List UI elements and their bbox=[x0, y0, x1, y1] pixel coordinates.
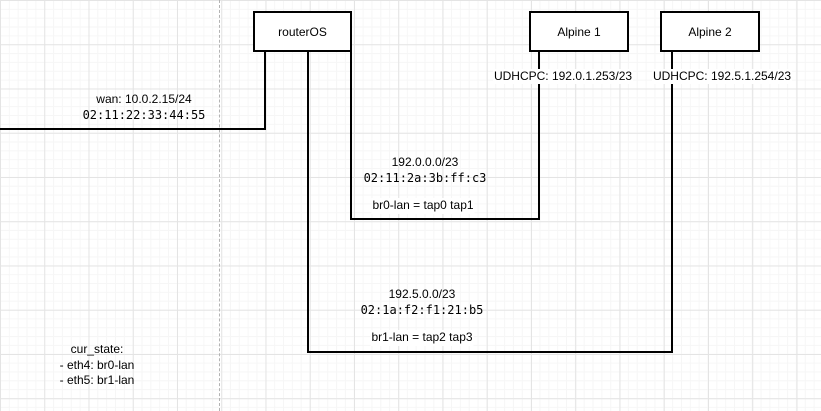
node-alpine1-label: Alpine 1 bbox=[557, 24, 601, 39]
edge-router-br0-vertical[interactable] bbox=[350, 52, 352, 219]
edge-alpine1-vertical[interactable] bbox=[538, 52, 540, 219]
node-alpine1[interactable]: Alpine 1 bbox=[529, 11, 629, 52]
alpine2-udhcpc-label: UDHCPC: 192.5.1.254/23 bbox=[651, 69, 793, 84]
wan-mac-text: 02:11:22:33:44:55 bbox=[82, 107, 206, 122]
edge-router-br1-vertical[interactable] bbox=[307, 52, 309, 352]
br0-link-label: 192.0.0.0/23 02:11:2a:3b:ff:c3 bbox=[364, 155, 487, 186]
node-alpine2[interactable]: Alpine 2 bbox=[660, 11, 760, 52]
node-alpine2-label: Alpine 2 bbox=[688, 24, 732, 39]
cur-state-note: cur_state: - eth4: br0-lan - eth5: br1-l… bbox=[60, 342, 135, 389]
node-routeros[interactable]: routerOS bbox=[253, 11, 352, 52]
br0-mac-text: 02:11:2a:3b:ff:c3 bbox=[363, 170, 487, 185]
edge-wan-horizontal[interactable] bbox=[0, 128, 266, 130]
edge-alpine2-vertical[interactable] bbox=[671, 52, 673, 352]
edge-br0-horizontal[interactable] bbox=[350, 218, 540, 220]
edge-router-wan-vertical[interactable] bbox=[264, 52, 266, 129]
node-routeros-label: routerOS bbox=[278, 24, 327, 39]
alpine1-udhcpc-label: UDHCPC: 192.0.1.253/23 bbox=[492, 69, 634, 84]
edge-br1-horizontal[interactable] bbox=[307, 351, 673, 353]
wan-link-label: wan: 10.0.2.15/24 02:11:22:33:44:55 bbox=[83, 92, 206, 123]
cur-state-line2: - eth5: br1-lan bbox=[59, 373, 135, 387]
br1-cidr-text: 192.5.0.0/23 bbox=[388, 287, 456, 301]
cur-state-title: cur_state: bbox=[70, 342, 124, 356]
br1-link-label: 192.5.0.0/23 02:1a:f2:f1:21:b5 bbox=[361, 287, 484, 318]
page-boundary-divider bbox=[219, 0, 220, 411]
br1-bridge-label: br1-lan = tap2 tap3 bbox=[370, 330, 474, 346]
br1-mac-text: 02:1a:f2:f1:21:b5 bbox=[360, 302, 484, 317]
cur-state-line1: - eth4: br0-lan bbox=[59, 357, 135, 372]
br0-cidr-text: 192.0.0.0/23 bbox=[391, 155, 459, 169]
wan-address-text: wan: 10.0.2.15/24 bbox=[96, 92, 192, 106]
br0-bridge-label: br0-lan = tap0 tap1 bbox=[371, 198, 475, 214]
